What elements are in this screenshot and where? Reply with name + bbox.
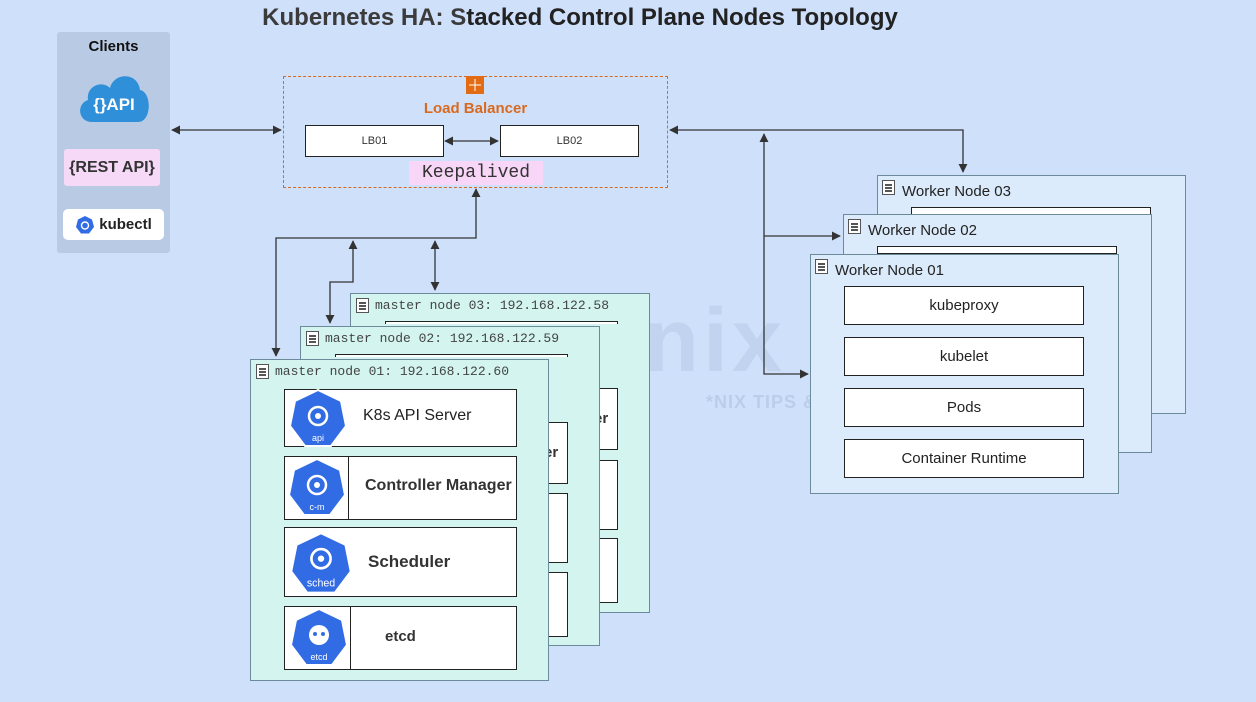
kubelet-box: kubelet [844,337,1084,376]
component-api-server: api K8s API Server [284,388,517,447]
svg-text:c-m: c-m [310,502,325,512]
svg-text:{}API: {}API [93,95,135,114]
cloud-api-icon: {}API [80,76,149,122]
worker-node-title: Worker Node 03 [902,183,1011,200]
svg-text:sched: sched [307,577,335,589]
pods-box: Pods [844,388,1084,427]
component-box-edge [335,354,568,357]
container-runtime-box: Container Runtime [844,439,1084,478]
component-box-edge [877,246,1117,254]
etcd-icon: etcd [289,607,349,666]
lb01-node: LB01 [305,125,444,157]
master-node-title: master node 03: 192.168.122.58 [375,298,610,313]
clients-title: Clients [88,38,139,55]
component-label: K8s API Server [363,407,472,424]
worker-node-title: Worker Node 02 [868,222,977,239]
load-balancer-title: Load Balancer [423,100,528,117]
svg-text:api: api [312,433,324,443]
svg-text:etcd: etcd [310,652,327,662]
master-node-title: master node 02: 192.168.122.59 [325,331,560,346]
worker-node-01: Worker Node 01 kubeproxy kubelet Pods Co… [810,254,1119,494]
master-node-title: master node 01: 192.168.122.60 [275,364,510,379]
component-label: Controller Manager [365,477,512,494]
server-icon [882,180,895,195]
api-server-icon: api [288,388,348,447]
component-label: Scheduler [368,552,451,571]
master-node-01: master node 01: 192.168.122.60 api K8s A… [250,359,549,681]
server-icon [306,331,319,346]
server-icon [256,364,269,379]
scheduler-icon: sched [290,531,352,594]
worker-node-title: Worker Node 01 [835,262,944,279]
load-balancer-icon [466,76,484,94]
kubernetes-wheel-icon [76,215,95,233]
server-icon [356,298,369,313]
page-title: Kubernetes HA: Stacked Control Plane Nod… [262,4,898,31]
kubectl-badge: kubectl [63,209,164,240]
server-icon [848,219,861,234]
kubectl-label: kubectl [99,216,152,233]
keepalived-label: Keepalived [409,161,543,185]
component-etcd: etcd etcd [284,606,517,670]
kubeproxy-box: kubeproxy [844,286,1084,325]
lb02-node: LB02 [500,125,639,157]
rest-api-badge: {REST API} [64,149,160,186]
component-label: etcd [385,628,416,645]
component-box-edge [385,321,618,324]
server-icon [815,259,828,274]
controller-manager-icon: c-m [287,457,347,516]
component-controller-manager: c-m Controller Manager [284,456,517,520]
component-scheduler: sched Scheduler [284,527,517,597]
